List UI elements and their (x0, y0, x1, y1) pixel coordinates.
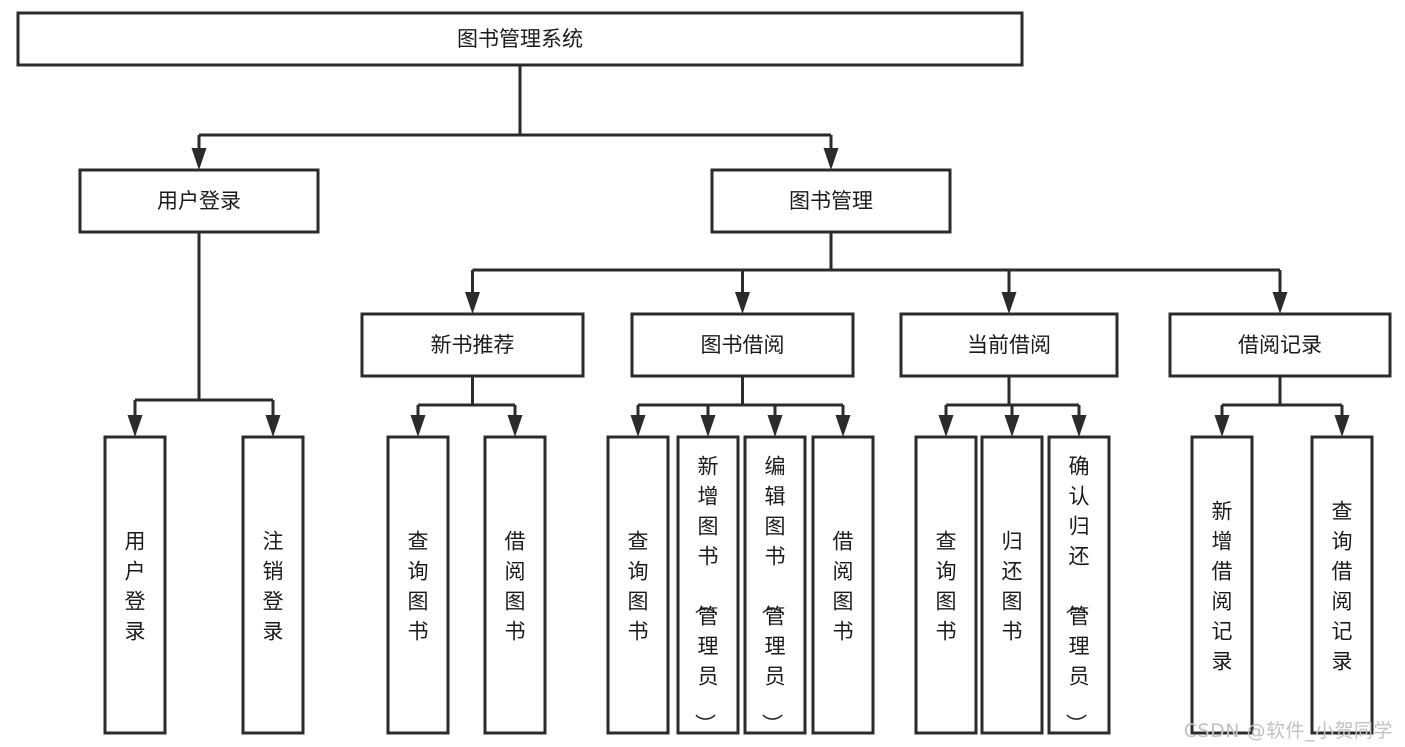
tree-node-current-borrow[interactable]: 当前借阅 (899, 312, 1119, 378)
tree-node-borrow-record[interactable]: 借阅记录 (1168, 312, 1392, 378)
node-label: 借阅图书 (505, 529, 526, 643)
node-box[interactable] (899, 312, 1119, 378)
tree-node-leaf-borrow-query[interactable]: 查询图书 (606, 435, 670, 735)
arrow-head-icon (938, 415, 954, 437)
node-box[interactable] (16, 11, 1024, 67)
node-label: 借阅记录 (1238, 333, 1322, 357)
connector-group (938, 376, 1087, 437)
node-label: 编辑图书（管理员） (760, 454, 786, 734)
arrow-head-icon (630, 415, 646, 437)
connector-group (465, 232, 1288, 314)
node-label: 图书借阅 (701, 333, 785, 357)
node-label: 图书管理 (789, 189, 873, 213)
arrow-head-icon (265, 415, 281, 437)
nodes-layer: 图书管理系统用户登录图书管理新书推荐图书借阅当前借阅借阅记录用户登录注销登录查询… (16, 11, 1392, 735)
node-box[interactable] (710, 168, 952, 234)
node-box[interactable] (1047, 435, 1111, 735)
tree-node-leaf-user-logout[interactable]: 注销登录 (241, 435, 305, 735)
node-label: 查询图书 (936, 529, 957, 643)
arrow-head-icon (700, 415, 716, 437)
tree-node-leaf-rec-query[interactable]: 查询图书 (386, 435, 450, 735)
tree-node-root[interactable]: 图书管理系统 (16, 11, 1024, 67)
tree-node-user-login[interactable]: 用户登录 (78, 168, 320, 234)
tree-node-leaf-rec-add[interactable]: 新增借阅记录 (1190, 435, 1254, 735)
node-label: 用户登录 (125, 529, 146, 643)
node-label: 用户登录 (157, 189, 241, 213)
tree-node-leaf-cur-confirm[interactable]: 确认归还（管理员） (1047, 435, 1111, 735)
node-box[interactable] (241, 435, 305, 735)
tree-node-new-book-rec[interactable]: 新书推荐 (360, 312, 585, 378)
arrow-head-icon (1004, 415, 1020, 437)
arrow-head-icon (507, 415, 523, 437)
node-box[interactable] (483, 435, 547, 735)
tree-node-leaf-borrow-edit[interactable]: 编辑图书（管理员） (743, 435, 807, 735)
node-label: 注销登录 (263, 529, 284, 643)
tree-node-leaf-user-login[interactable]: 用户登录 (103, 435, 167, 735)
node-label: 查询图书 (628, 529, 649, 643)
node-box[interactable] (386, 435, 450, 735)
arrow-head-icon (127, 415, 143, 437)
connectors-layer (127, 65, 1350, 437)
node-box[interactable] (1168, 312, 1392, 378)
tree-node-leaf-borrow-lend[interactable]: 借阅图书 (811, 435, 875, 735)
tree-node-book-manage[interactable]: 图书管理 (710, 168, 952, 234)
node-box[interactable] (1310, 435, 1374, 735)
node-label: 归还图书 (1002, 529, 1023, 643)
node-box[interactable] (78, 168, 320, 234)
arrow-head-icon (1214, 415, 1230, 437)
node-label: 新书推荐 (431, 333, 515, 357)
node-box[interactable] (103, 435, 167, 735)
node-box[interactable] (1190, 435, 1254, 735)
arrow-head-icon (1272, 292, 1288, 314)
arrow-head-icon (191, 148, 207, 170)
connector-group (191, 65, 839, 170)
node-box[interactable] (914, 435, 978, 735)
csdn-watermark: CSDN @软件_小贺同学 (1183, 720, 1393, 742)
arrow-head-icon (735, 292, 750, 314)
node-label: 当前借阅 (967, 333, 1051, 357)
connector-group (630, 376, 851, 437)
node-box[interactable] (811, 435, 875, 735)
node-box[interactable] (360, 312, 585, 378)
arrow-head-icon (823, 148, 839, 170)
tree-node-leaf-rec-search[interactable]: 查询借阅记录 (1310, 435, 1374, 735)
node-box[interactable] (743, 435, 807, 735)
node-label: 查询借阅记录 (1332, 499, 1353, 673)
arrow-head-icon (465, 292, 480, 314)
arrow-head-icon (1001, 292, 1017, 314)
node-box[interactable] (630, 312, 855, 378)
tree-node-leaf-borrow-add[interactable]: 新增图书（管理员） (676, 435, 740, 735)
tree-node-leaf-cur-return[interactable]: 归还图书 (980, 435, 1044, 735)
node-box[interactable] (606, 435, 670, 735)
node-label: 借阅图书 (833, 529, 854, 643)
arrow-head-icon (1334, 415, 1350, 437)
tree-node-book-borrow[interactable]: 图书借阅 (630, 312, 855, 378)
node-box[interactable] (980, 435, 1044, 735)
arrow-head-icon (1071, 415, 1087, 437)
arrow-head-icon (767, 415, 783, 437)
node-label: 图书管理系统 (457, 27, 583, 51)
arrow-head-icon (835, 415, 851, 437)
node-label: 新增图书（管理员） (693, 454, 719, 734)
connector-group (410, 376, 523, 437)
tree-node-leaf-rec-borrow[interactable]: 借阅图书 (483, 435, 547, 735)
node-label: 查询图书 (408, 529, 429, 643)
node-label: 新增借阅记录 (1212, 499, 1233, 673)
arrow-head-icon (410, 415, 426, 437)
connector-group (127, 232, 281, 437)
tree-node-leaf-cur-query[interactable]: 查询图书 (914, 435, 978, 735)
node-label: 确认归还（管理员） (1064, 454, 1090, 734)
connector-group (1214, 376, 1350, 437)
node-box[interactable] (676, 435, 740, 735)
